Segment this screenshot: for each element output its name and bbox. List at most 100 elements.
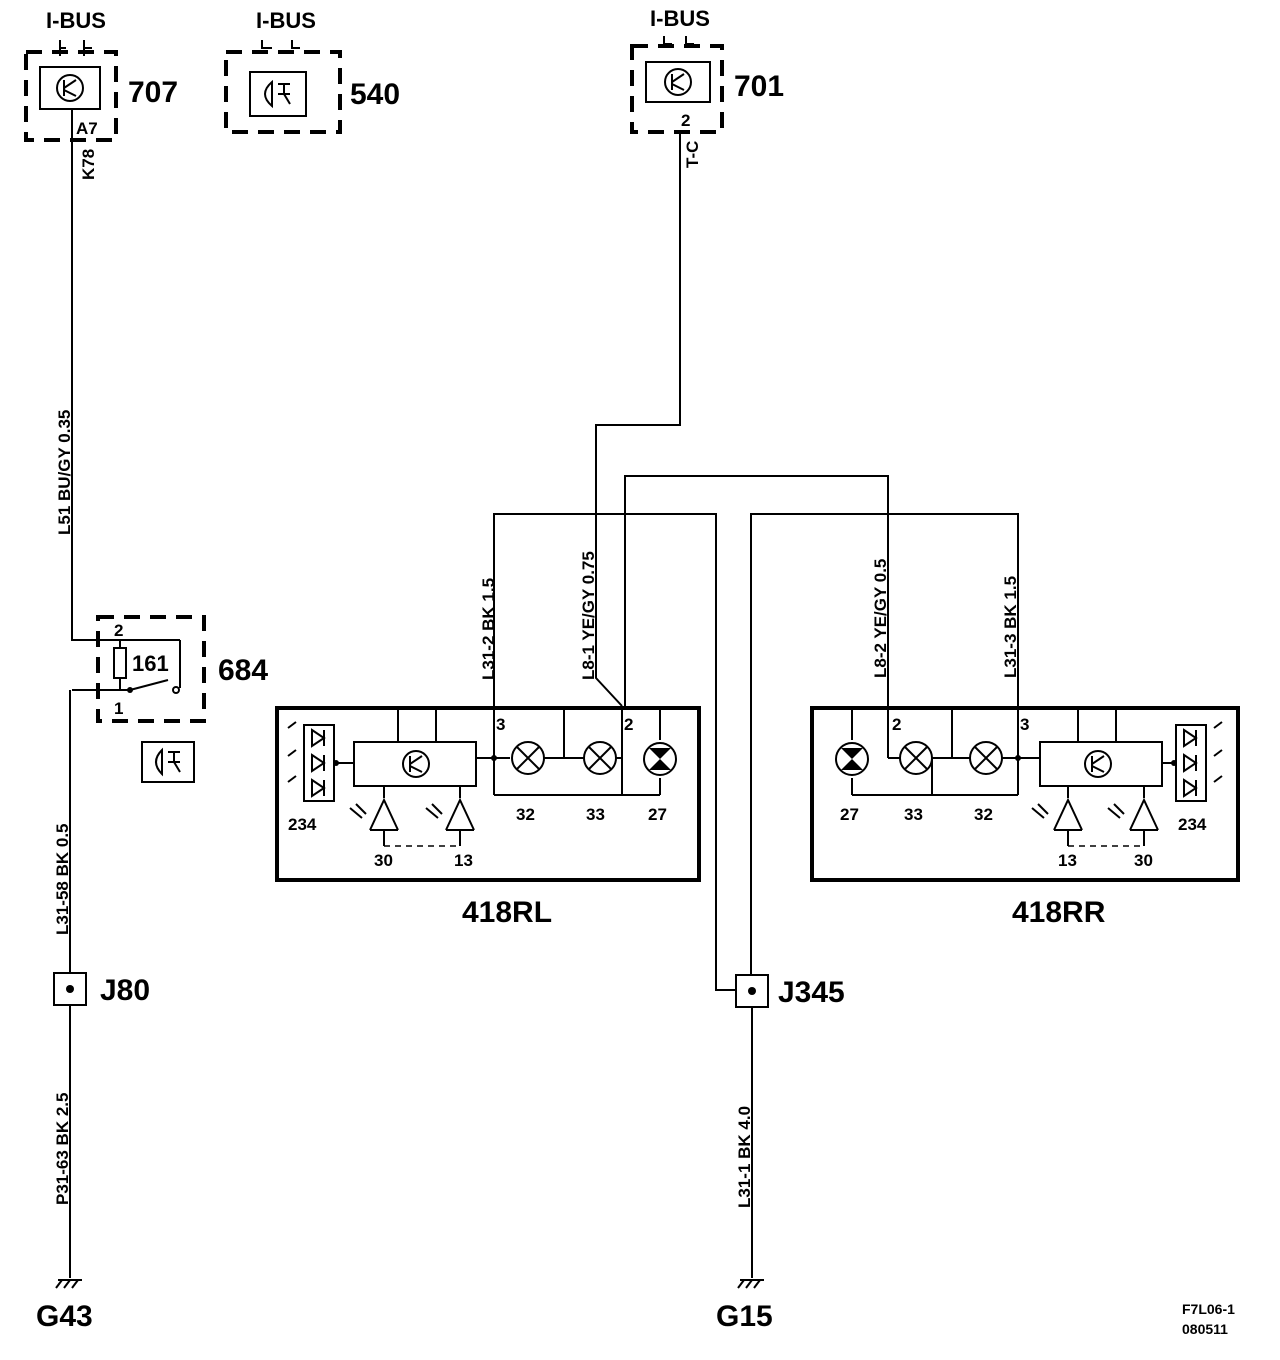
bulb-32-label: 32	[516, 805, 535, 824]
pin-3-418rr: 3	[1020, 715, 1029, 734]
splice-j345[interactable]: J345	[735, 974, 845, 1009]
pin-1-684: 1	[114, 699, 123, 718]
wire-l31-3-label: L31-3 BK 1.5	[1001, 576, 1020, 678]
bulb-33-icon	[583, 741, 617, 775]
led-module-box	[1039, 741, 1163, 787]
wire-k78-label: K78	[79, 149, 98, 180]
pin-2-418rr: 2	[892, 715, 901, 734]
wire-p31-63-label: P31-63 BK 2.5	[53, 1093, 72, 1205]
switch-contact-icon	[172, 686, 180, 694]
ibus-label-540: I-BUS	[256, 8, 316, 33]
led-array-icon	[1162, 721, 1223, 802]
pin-2-418rl: 2	[624, 715, 633, 734]
transistor-icon-detail	[409, 755, 423, 773]
transistor-icon	[664, 68, 692, 96]
wire-tc-label: T-C	[683, 141, 702, 168]
diagram-date: 080511	[1182, 1321, 1228, 1337]
transistor-icon	[402, 750, 430, 778]
dashed-enclosure-540	[224, 50, 342, 134]
component-707[interactable]: I-BUS 707 A7 K78	[24, 8, 178, 180]
pin-a7: A7	[76, 119, 98, 138]
component-684[interactable]: 2 161 1 684	[72, 615, 268, 783]
dashed-enclosure-684	[96, 615, 206, 723]
component-540[interactable]: I-BUS 540	[224, 8, 400, 134]
bulb-33-label: 33	[586, 805, 605, 824]
label-418rl: 418RL	[462, 896, 552, 929]
splice-dot-icon	[66, 985, 74, 993]
ibus-label-701: I-BUS	[650, 6, 710, 31]
label-g43: G43	[36, 1300, 93, 1333]
diode-30-label: 30	[374, 851, 393, 870]
photodiode-13-icon	[425, 786, 475, 846]
bulb-27-icon	[835, 742, 869, 776]
fuse-icon	[113, 647, 127, 679]
diode-30-label: 30	[1134, 851, 1153, 870]
pin-3-418rl: 3	[496, 715, 505, 734]
splice-j80[interactable]: J80	[53, 972, 150, 1007]
wire-l31-2[interactable]	[493, 513, 736, 991]
ibus-connector-707	[59, 40, 92, 56]
headlamp-icon	[155, 747, 181, 777]
wire-l31-2-label: L31-2 BK 1.5	[479, 578, 498, 680]
pin-2-701: 2	[681, 111, 690, 130]
wire-l8-2[interactable]	[624, 475, 889, 706]
label-707: 707	[128, 76, 178, 109]
ibus-label-707: I-BUS	[46, 8, 106, 33]
lamp-housing-418rl	[275, 706, 701, 882]
dashed-enclosure-701	[630, 44, 724, 134]
wire-l8-1[interactable]	[595, 132, 681, 707]
photodiode-30-icon	[349, 786, 399, 846]
ground-icon	[737, 1279, 764, 1289]
ibus-connector-540	[261, 40, 300, 49]
headlamp-icon	[264, 79, 291, 109]
bulb-32-label: 32	[974, 805, 993, 824]
led-234-label: 234	[1178, 815, 1207, 834]
pin-2-684: 2	[114, 621, 123, 640]
label-j345: J345	[778, 976, 845, 1009]
transistor-icon	[56, 74, 84, 102]
ground-icon	[55, 1279, 82, 1289]
led-234-label: 234	[288, 815, 317, 834]
bulb-32-icon	[511, 741, 545, 775]
wire-l8-1-label: L8-1 YE/GY 0.75	[579, 551, 598, 680]
diode-13-label: 13	[454, 851, 473, 870]
wire-l51-label: L51 BU/GY 0.35	[55, 410, 74, 535]
module-box-707	[39, 66, 101, 110]
splice-dot-icon	[748, 987, 756, 995]
label-684: 684	[218, 654, 268, 687]
label-701: 701	[734, 70, 784, 103]
bulb-33-icon	[899, 741, 933, 775]
led-module-box	[353, 741, 477, 787]
diagram-code: F7L06-1	[1182, 1301, 1235, 1317]
wire-l8-2-label: L8-2 YE/GY 0.5	[871, 559, 890, 678]
component-701[interactable]: I-BUS 701 2 T-C	[630, 6, 784, 168]
wire-l31-3[interactable]	[750, 513, 1019, 975]
junction-dot-icon	[491, 755, 497, 761]
wire-l51[interactable]	[71, 110, 180, 641]
led-array-icon	[287, 721, 354, 802]
lamp-housing-418rr	[810, 706, 1240, 882]
fuse-161-label: 161	[132, 651, 169, 676]
label-540: 540	[350, 78, 400, 111]
label-418rr: 418RR	[1012, 896, 1106, 929]
photodiode-30-icon	[1107, 786, 1159, 846]
transistor-icon-detail	[1091, 755, 1105, 773]
component-418rr[interactable]: 2 3 27 33 32	[810, 706, 1240, 929]
bulb-27-icon	[643, 742, 677, 776]
ibus-connector-701	[663, 36, 694, 45]
ground-g43: G43	[36, 1279, 93, 1333]
wire-l31-1-label: L31-1 BK 4.0	[735, 1106, 754, 1208]
photodiode-13-icon	[1031, 786, 1083, 846]
label-g15: G15	[716, 1300, 773, 1333]
ground-g15: G15	[716, 1279, 773, 1333]
bulb-27-label: 27	[648, 805, 667, 824]
label-j80: J80	[100, 974, 150, 1007]
bulb-27-label: 27	[840, 805, 859, 824]
component-418rl[interactable]: 3 2 234 30 13	[275, 706, 701, 929]
wire-l31-58-label: L31-58 BK 0.5	[53, 824, 72, 936]
diode-13-label: 13	[1058, 851, 1077, 870]
bulb-links	[888, 757, 952, 795]
bulb-links	[544, 757, 623, 795]
